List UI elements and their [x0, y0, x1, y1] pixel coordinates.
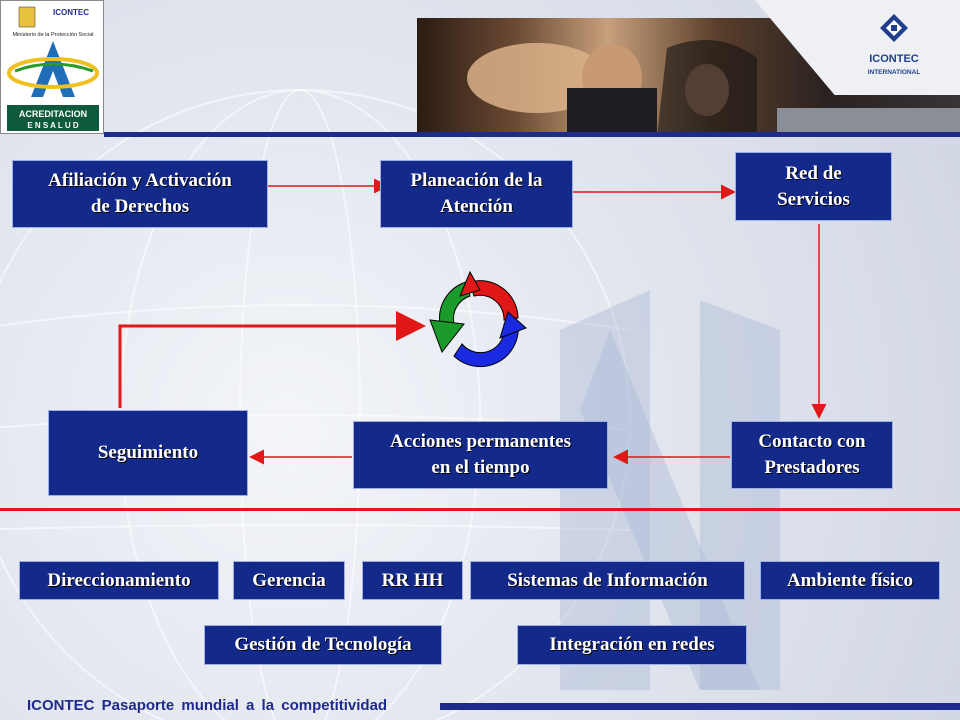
seguimiento-box: Seguimiento: [48, 410, 248, 496]
afiliacion-box: Afiliación y Activación de Derechos: [12, 160, 268, 228]
acreditacion-logo: ICONTEC Ministerio de la Protección Soci…: [0, 0, 104, 134]
acreditacion-label: ACREDITACION: [19, 109, 87, 119]
arrow-seguimiento-cycle: [118, 311, 426, 408]
ministerio-label: Ministerio de la Protección Social: [12, 32, 93, 38]
rrhh-label: RR HH: [381, 569, 444, 591]
planeacion-box: Planeación de la Atención: [380, 160, 573, 228]
header-divider: [104, 132, 960, 137]
sistemas-informacion-box: Sistemas de Información: [470, 561, 745, 600]
planeacion-label: Planeación de la Atención: [410, 170, 543, 217]
acciones-permanentes-box: Acciones permanentes en el tiempo: [353, 421, 608, 489]
footer-bar: [440, 703, 960, 710]
cycle-arrows-icon: [429, 270, 527, 368]
rrhh-box: RR HH: [362, 561, 463, 600]
gerencia-box: Gerencia: [233, 561, 345, 600]
gestion-tecnologia-label: Gestión de Tecnología: [234, 634, 412, 656]
seguimiento-label: Seguimiento: [97, 442, 199, 464]
sistemas-informacion-label: Sistemas de Información: [507, 569, 708, 591]
afiliacion-label: Afiliación y Activación de Derechos: [48, 170, 232, 217]
red-servicios-label: Red de Servicios: [777, 162, 850, 210]
gerencia-label: Gerencia: [252, 569, 326, 591]
ambiente-fisico-label: Ambiente físico: [786, 569, 914, 591]
footer-slogan: ICONTEC Pasaporte mundial a la competiti…: [27, 697, 388, 714]
en-salud-label: E N S A L U D: [27, 121, 78, 130]
gestion-tecnologia-box: Gestión de Tecnología: [204, 625, 442, 665]
integracion-redes-box: Integración en redes: [517, 625, 747, 665]
acciones-permanentes-label: Acciones permanentes en el tiempo: [390, 431, 571, 478]
direccionamiento-label: Direccionamiento: [47, 569, 191, 591]
direccionamiento-box: Direccionamiento: [19, 561, 219, 600]
international-label: INTERNATIONAL: [868, 69, 921, 76]
integracion-redes-label: Integración en redes: [549, 634, 715, 656]
contacto-prestadores-label: Contacto con Prestadores: [758, 431, 866, 478]
contacto-prestadores-box: Contacto con Prestadores: [731, 421, 893, 489]
icontec-small-label: ICONTEC: [53, 8, 89, 17]
red-servicios-box: Red de Servicios: [735, 152, 892, 221]
icontec-brand-label: ICONTEC: [869, 53, 919, 65]
section-divider: [0, 508, 960, 511]
ambiente-fisico-box: Ambiente físico: [760, 561, 940, 600]
